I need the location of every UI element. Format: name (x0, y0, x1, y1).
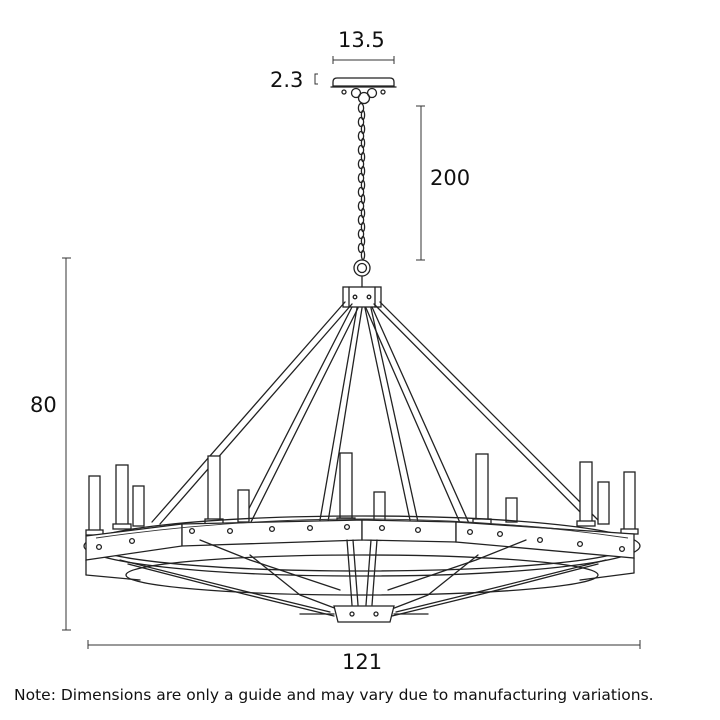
rivet (496, 530, 504, 538)
body-width-label: 121 (342, 650, 383, 674)
canopy-width-label: 13.5 (338, 28, 385, 52)
drop-length-label: 200 (430, 166, 471, 190)
rivet (576, 540, 584, 548)
body-height-label: 80 (30, 393, 57, 417)
rivet (618, 545, 626, 553)
ring-rivets (95, 523, 626, 553)
rivet (306, 524, 314, 532)
rivet (536, 536, 544, 544)
rivet (128, 537, 136, 545)
ceiling-canopy (330, 77, 397, 105)
rivet (188, 527, 196, 535)
rivet (466, 528, 474, 536)
rivet (378, 524, 386, 532)
candle-sleeves (85, 452, 639, 536)
main-ring (83, 515, 641, 581)
canopy-height-label: 2.3 (270, 68, 304, 92)
rivet (226, 527, 234, 535)
rivet (343, 523, 351, 531)
rear-ring (95, 518, 629, 539)
rivet (268, 525, 276, 533)
dimensions-note: Note: Dimensions are only a guide and ma… (14, 686, 654, 704)
lower-frame (119, 539, 607, 623)
rivet (95, 543, 103, 551)
hanging-chain (353, 102, 371, 277)
dimension-lines (62, 56, 641, 649)
support-arms (151, 301, 601, 533)
top-hub (342, 275, 382, 308)
rivet (414, 526, 422, 534)
